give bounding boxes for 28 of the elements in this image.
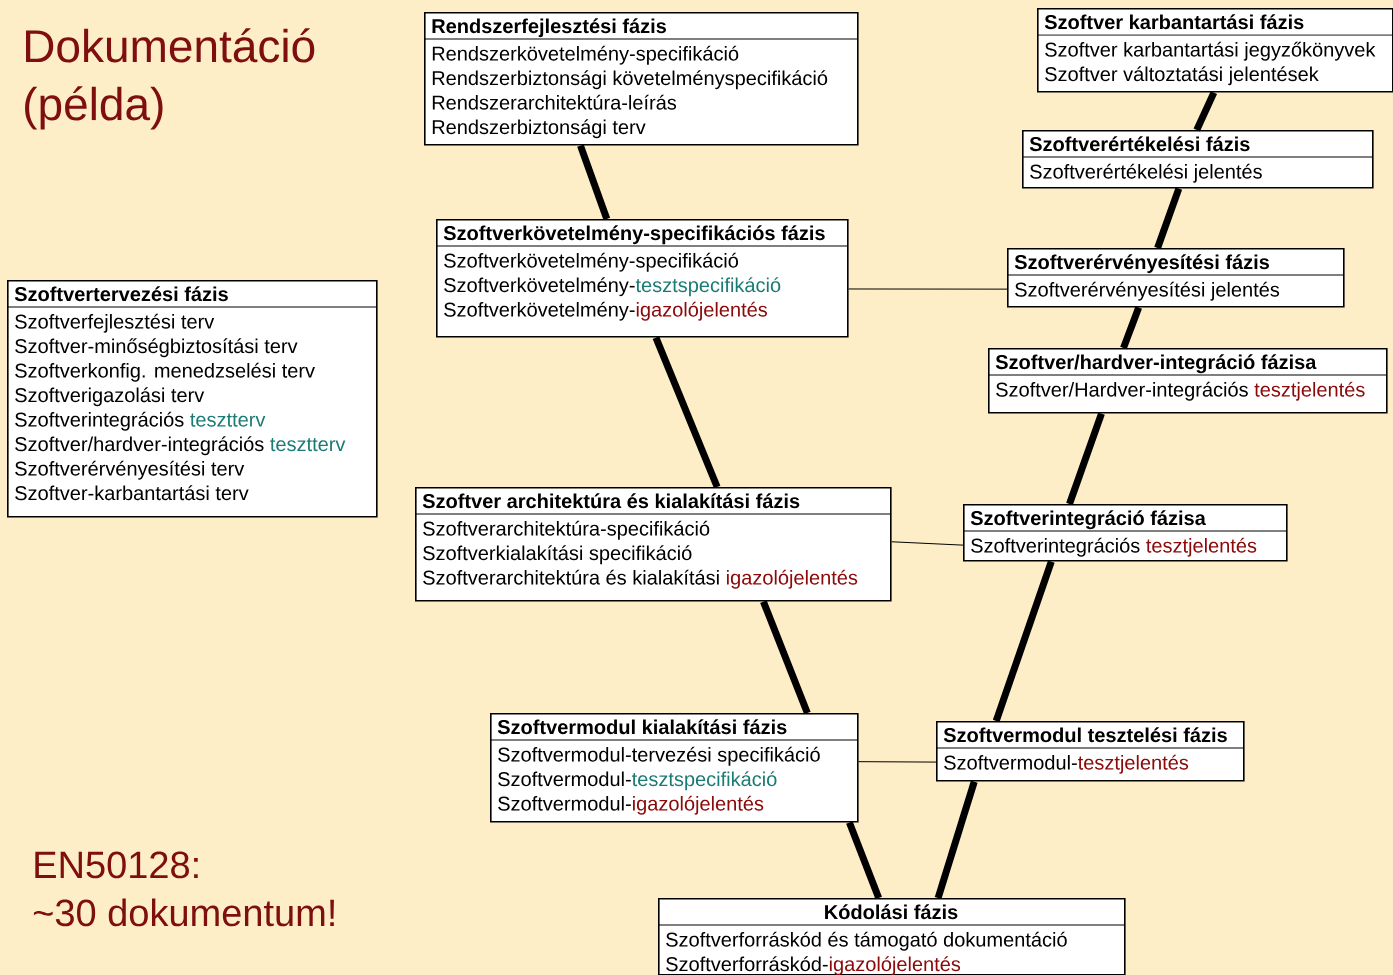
- slide-title: Dokumentáció (példa): [25, 28, 315, 130]
- connector-line: [1193, 91, 1218, 132]
- connector-line: [577, 144, 611, 221]
- phase-box: Szoftvertervezési fázis Szoftverfejlesztési terv Szoftver-minőségbiztosítási terv Szoftverkonfig. menedzselési terv Szoftverigazolási terv Szoftverintegrációs tesztterv Szoftver/hardver-integrációs tesztterv Szoftverérvényesítési terv Szoftver-karbantartási terv: [6, 280, 378, 518]
- connector-line: [760, 600, 811, 715]
- phase-box: Szoftvermodul tesztelési fázis Szoftvermodul-tesztjelentés: [935, 721, 1245, 782]
- connector-line: [1066, 412, 1105, 506]
- connector-line: [891, 541, 964, 546]
- connector-line: [652, 336, 721, 489]
- phase-box: Szoftvermodul kialakítási fázis Szoftvermodul-tervezési specifikáció Szoftvermodul-tesztspecifikáció Szoftvermodul-igazolójelentés: [489, 713, 859, 823]
- connector-line: [846, 821, 882, 900]
- connector-line: [1154, 187, 1183, 250]
- phase-box: Szoftver/hardver-integráció fázisa Szoftver/Hardver-integrációs tesztjelentés: [987, 348, 1388, 414]
- phase-box: Szoftverérvényesítési fázis Szoftverérvényesítési jelentés: [1006, 248, 1345, 308]
- connector-line: [934, 780, 978, 900]
- phase-box: Szoftver architektúra és kialakítási fázis Szoftverarchitektúra-specifikáció Szoftverkialakítási specifikáció Szoftverarchitektúra és kialakítási igazolójelentés: [414, 487, 892, 602]
- note-text: ~30 dokumentum!: [33, 898, 334, 927]
- connector-line: [848, 288, 1008, 290]
- phase-box: Kódolási fázis Szoftverforráskód és támogató dokumentáció Szoftverforráskód-igazolójelentés: [657, 898, 1126, 975]
- phase-box: Szoftver karbantartási fázis Szoftver karbantartási jegyzőkönyvek Szoftver változtatási jelentések: [1036, 8, 1393, 93]
- note-text: EN50128:: [35, 851, 198, 879]
- connector-line: [858, 761, 937, 763]
- phase-box: Szoftverértékelési fázis Szoftverértékelési jelentés: [1021, 130, 1374, 189]
- phase-box: Rendszerfejlesztési fázis Rendszerkövetelmény-specifikáció Rendszerbiztonsági követelményspecifikáció Rendszerarchitektúra-leírás Rendszerbiztonsági terv: [423, 12, 859, 146]
- connector-line: [1120, 306, 1142, 350]
- connector-line: [992, 560, 1055, 723]
- phase-box: Szoftverkövetelmény-specifikációs fázis Szoftverkövetelmény-specifikáció Szoftverkövetelmény-tesztspecifikáció Szoftverkövetelmény-igazolójelentés: [435, 219, 849, 338]
- phase-box: Szoftverintegráció fázisa Szoftverintegrációs tesztjelentés: [962, 504, 1288, 562]
